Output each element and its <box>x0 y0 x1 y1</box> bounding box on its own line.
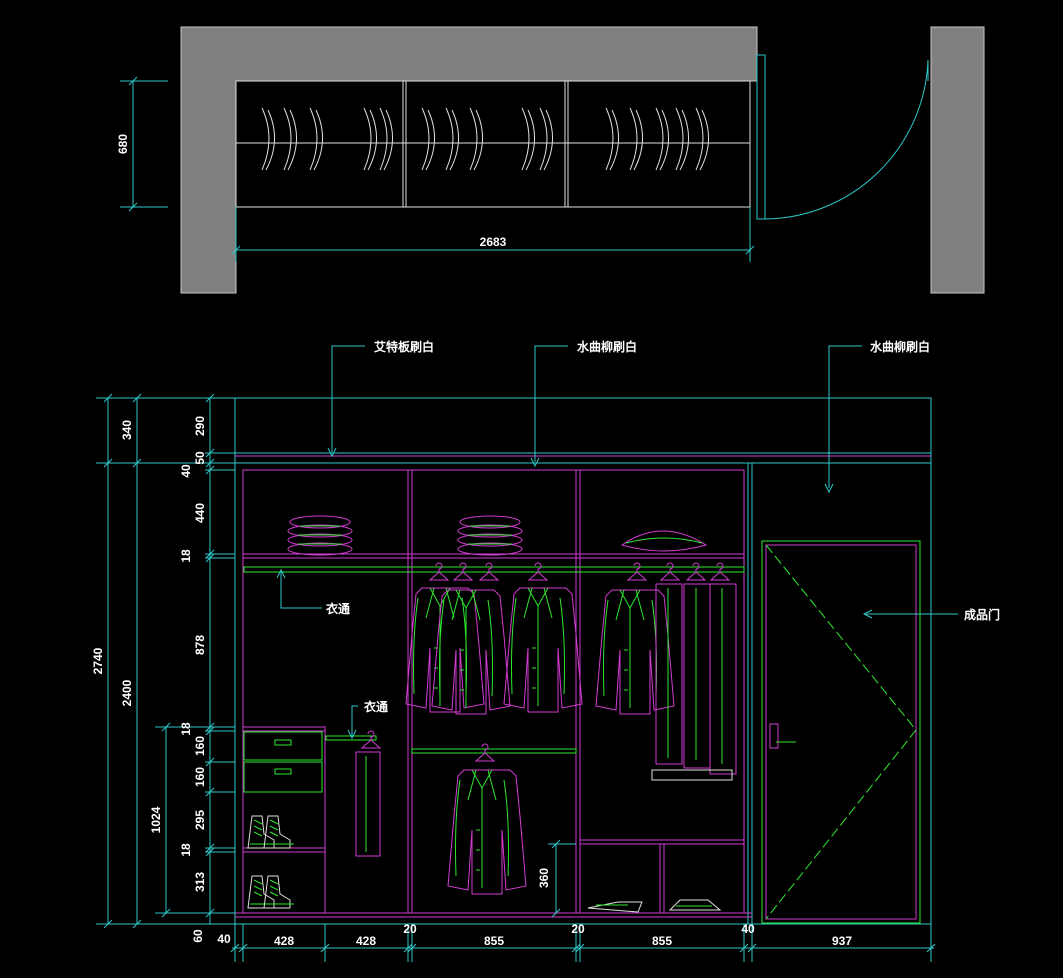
dim-440: 440 <box>193 503 207 523</box>
plan-width-dim: 2683 <box>480 235 507 249</box>
dim-b428-a: 428 <box>274 934 294 948</box>
shoes <box>587 899 722 913</box>
callout-rail-2: 衣通 <box>364 699 388 714</box>
dim-295: 295 <box>193 810 207 830</box>
callout-willow-2: 水曲柳刷白 <box>870 339 930 354</box>
plan-view: 680 2683 <box>116 26 985 294</box>
dim-b428-b: 428 <box>356 934 376 948</box>
dim-360: 360 <box>537 868 551 888</box>
plan-depth-dim: 680 <box>116 134 130 154</box>
finished-door <box>761 540 921 924</box>
plan-dimensions: 680 2683 <box>116 76 755 262</box>
plan-cabinet-outline <box>235 80 751 208</box>
dim-18-b: 18 <box>179 722 193 736</box>
jackets-top-rail <box>405 562 675 715</box>
dim-b40-b: 40 <box>741 922 755 936</box>
clothes-rail-top <box>243 566 745 573</box>
door-handle-icon <box>769 723 779 749</box>
plan-wall-right <box>930 26 985 294</box>
dim-40: 40 <box>179 464 193 478</box>
dim-50: 50 <box>193 451 207 465</box>
clothes-rail-middle <box>411 748 577 754</box>
trousers <box>651 562 737 781</box>
dim-2740: 2740 <box>91 647 105 674</box>
callout-door: 成品门 <box>964 607 1000 622</box>
dim-60: 60 <box>191 929 205 943</box>
dim-290: 290 <box>193 416 207 436</box>
dim-878: 878 <box>193 635 207 655</box>
dim-b20-b: 20 <box>571 922 585 936</box>
dim-b855-a: 855 <box>484 934 504 948</box>
dim-b855-b: 855 <box>652 934 672 948</box>
dim-340: 340 <box>120 420 134 440</box>
plan-wall-left <box>180 26 758 294</box>
elevation-outer-frame <box>234 397 932 925</box>
wardrobe-carcass <box>235 469 752 918</box>
dim-18-a: 18 <box>179 549 193 563</box>
dim-2400: 2400 <box>120 679 134 706</box>
plan-door-swing <box>764 59 929 220</box>
short-rail-trousers <box>355 730 381 857</box>
dim-313: 313 <box>193 872 207 892</box>
dim-18-c: 18 <box>179 843 193 857</box>
drawer-1 <box>243 731 323 761</box>
dim-160-a: 160 <box>193 736 207 756</box>
dim-b40-a: 40 <box>217 932 231 946</box>
callout-leaders <box>276 345 958 740</box>
dim-360-lines <box>548 839 576 918</box>
dim-1024: 1024 <box>149 806 163 833</box>
dim-b937: 937 <box>832 934 852 948</box>
drawer-2 <box>243 761 323 793</box>
callout-board: 艾特板刷白 <box>374 339 434 354</box>
left-dimension-lines <box>96 393 235 929</box>
dim-b20-a: 20 <box>403 922 417 936</box>
callout-rail-1: 衣通 <box>326 601 350 616</box>
pillow <box>620 530 708 552</box>
plan-hangers <box>261 107 710 171</box>
callout-willow-1: 水曲柳刷白 <box>577 339 637 354</box>
dim-160-b: 160 <box>193 767 207 787</box>
plan-door-leaf <box>756 54 766 220</box>
elevation-view: 艾特板刷白 水曲柳刷白 水曲柳刷白 衣通 衣通 成品门 340 2740 60 … <box>91 339 1000 962</box>
bottom-dimension-lines <box>230 924 936 962</box>
